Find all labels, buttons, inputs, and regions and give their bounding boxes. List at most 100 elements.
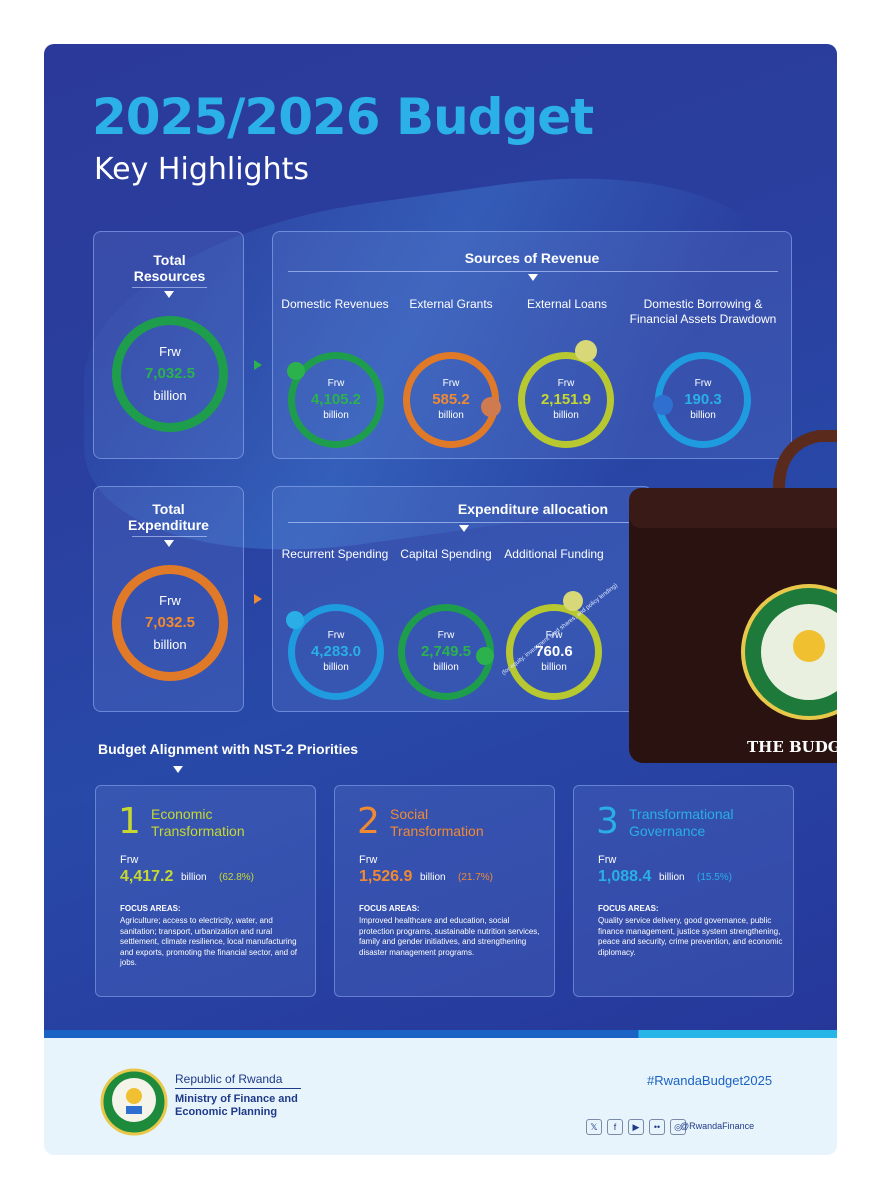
- divider: [132, 536, 207, 537]
- domestic-revenues-value: 4,105.2: [310, 391, 362, 408]
- main-panel: 2025/2026 Budget Key Highlights Total Re…: [44, 44, 837, 1030]
- ring-marker: [575, 340, 597, 362]
- priorities-title: Budget Alignment with NST-2 Priorities: [98, 741, 359, 757]
- total-expenditure-box: Total Expenditure Frw 7,032.5 billion: [93, 486, 244, 712]
- currency-label: Frw: [159, 344, 181, 359]
- social-handle[interactable]: @RwandaFinance: [680, 1121, 755, 1131]
- unit-label: billion: [659, 872, 685, 883]
- ring-marker: [287, 362, 305, 380]
- source-label-loans: External Loans: [526, 297, 608, 311]
- divider: [175, 1088, 301, 1089]
- currency-label: Frw: [327, 378, 345, 389]
- x-icon[interactable]: 𝕏: [586, 1119, 602, 1135]
- briefcase-label: THE BUDGET: [747, 738, 837, 756]
- total-resources-ring: Frw 7,032.5 billion: [112, 316, 228, 432]
- unit-label: billion: [553, 410, 579, 421]
- priority-card-2: 2 Social Transformation Frw 1,526.9 bill…: [334, 785, 555, 997]
- currency-label: Frw: [120, 854, 139, 866]
- down-arrow-icon: [164, 291, 174, 298]
- allocation-title: Expenditure allocation: [457, 501, 609, 517]
- external-loans-value: 2,151.9: [540, 391, 592, 408]
- flickr-icon[interactable]: ••: [649, 1119, 665, 1135]
- unit-label: billion: [438, 410, 464, 421]
- currency-label: Frw: [359, 854, 378, 866]
- currency-label: Frw: [598, 854, 617, 866]
- focus-areas-text: Quality service delivery, good governanc…: [598, 916, 783, 957]
- unit-label: billion: [323, 410, 349, 421]
- currency-label: Frw: [545, 630, 563, 641]
- down-arrow-icon: [164, 540, 174, 547]
- priority-title: Economic Transformation: [151, 806, 245, 839]
- youtube-icon[interactable]: ▶: [628, 1119, 644, 1135]
- footer-accent-strip: [44, 1030, 837, 1038]
- domestic-borrowing-value: 190.3: [684, 391, 722, 408]
- unit-label: billion: [153, 388, 187, 403]
- ring-marker: [481, 397, 501, 417]
- priority-percent: (21.7%): [458, 872, 494, 883]
- unit-label: billion: [181, 872, 207, 883]
- right-arrow-icon: [254, 594, 262, 604]
- priority-number: 2: [357, 801, 380, 842]
- total-expenditure-value: 7,032.5: [144, 614, 196, 631]
- ring-marker: [476, 647, 494, 665]
- total-resources-label: Total Resources: [133, 252, 206, 284]
- focus-areas-text: Improved healthcare and education, socia…: [359, 916, 540, 957]
- total-expenditure-label: Total Expenditure: [128, 501, 209, 533]
- focus-areas-label: FOCUS AREAS:: [359, 904, 420, 913]
- briefcase-illustration: THE BUDGET: [629, 430, 837, 763]
- ring-marker: [286, 611, 304, 629]
- priority-number: 1: [118, 801, 141, 842]
- unit-label: billion: [153, 637, 187, 652]
- down-arrow-icon: [173, 766, 183, 773]
- republic-label: Republic of Rwanda: [175, 1072, 283, 1086]
- ring-domestic-revenues: Frw 4,105.2 billion: [288, 352, 384, 448]
- unit-label: billion: [690, 410, 716, 421]
- unit-label: billion: [323, 662, 349, 673]
- briefcase-handle: [772, 430, 837, 495]
- unit-label: billion: [433, 662, 459, 673]
- ring-external-loans: Frw 2,151.9 billion: [518, 352, 614, 448]
- source-label-domestic: Domestic Revenues: [281, 297, 389, 311]
- currency-label: Frw: [159, 593, 181, 608]
- down-arrow-icon: [528, 274, 538, 281]
- instagram-icon[interactable]: ◎: [670, 1119, 686, 1135]
- focus-areas-label: FOCUS AREAS:: [598, 904, 659, 913]
- ring-marker: [653, 395, 673, 415]
- ministry-label: Ministry of Finance and Economic Plannin…: [175, 1093, 298, 1118]
- facebook-icon[interactable]: f: [607, 1119, 623, 1135]
- ring-recurrent-spending: Frw 4,283.0 billion: [288, 604, 384, 700]
- briefcase-lid: [629, 488, 837, 528]
- page-subtitle: Key Highlights: [94, 152, 309, 187]
- priority-title: Transformational Governance: [629, 806, 734, 839]
- rwanda-emblem-logo: [100, 1068, 168, 1136]
- priority-card-1: 1 Economic Transformation Frw 4,417.2 bi…: [95, 785, 316, 997]
- expenditure-allocation-box: Expenditure allocation Recurrent Spendin…: [272, 486, 778, 712]
- source-label-borrowing: Domestic Borrowing & Financial Assets Dr…: [629, 297, 777, 326]
- briefcase-label-plate: [739, 734, 837, 760]
- focus-areas-text: Agriculture; access to electricity, wate…: [120, 916, 297, 967]
- infographic-card: 2025/2026 Budget Key Highlights Total Re…: [44, 44, 837, 1155]
- additional-value: 760.6: [535, 643, 573, 660]
- divider: [288, 271, 778, 272]
- total-resources-box: Total Resources Frw 7,032.5 billion: [93, 231, 244, 459]
- total-expenditure-ring: Frw 7,032.5 billion: [112, 565, 228, 681]
- priority-number: 3: [596, 801, 619, 842]
- capital-value: 2,749.5: [420, 643, 472, 660]
- total-resources-value: 7,032.5: [144, 365, 196, 382]
- focus-areas-label: FOCUS AREAS:: [120, 904, 181, 913]
- alloc-label-additional: Additional Funding: [504, 547, 604, 561]
- unit-label: billion: [541, 662, 567, 673]
- currency-label: Frw: [694, 378, 712, 389]
- sources-of-revenue-box: Sources of Revenue Domestic Revenues Ext…: [272, 231, 792, 459]
- recurrent-value: 4,283.0: [310, 643, 362, 660]
- down-arrow-icon: [459, 525, 469, 532]
- external-grants-value: 585.2: [432, 391, 470, 408]
- hashtag-link[interactable]: #RwandaBudget2025: [647, 1073, 773, 1088]
- currency-label: Frw: [437, 630, 455, 641]
- divider: [288, 522, 778, 523]
- ring-additional-funding: Frw 760.6 billion: [506, 604, 602, 700]
- priority-card-3: 3 Transformational Governance Frw 1,088.…: [573, 785, 794, 997]
- page-title: 2025/2026 Budget: [92, 88, 594, 146]
- priority-value: 4,417.2: [120, 868, 174, 885]
- priority-title: Social Transformation: [390, 806, 484, 839]
